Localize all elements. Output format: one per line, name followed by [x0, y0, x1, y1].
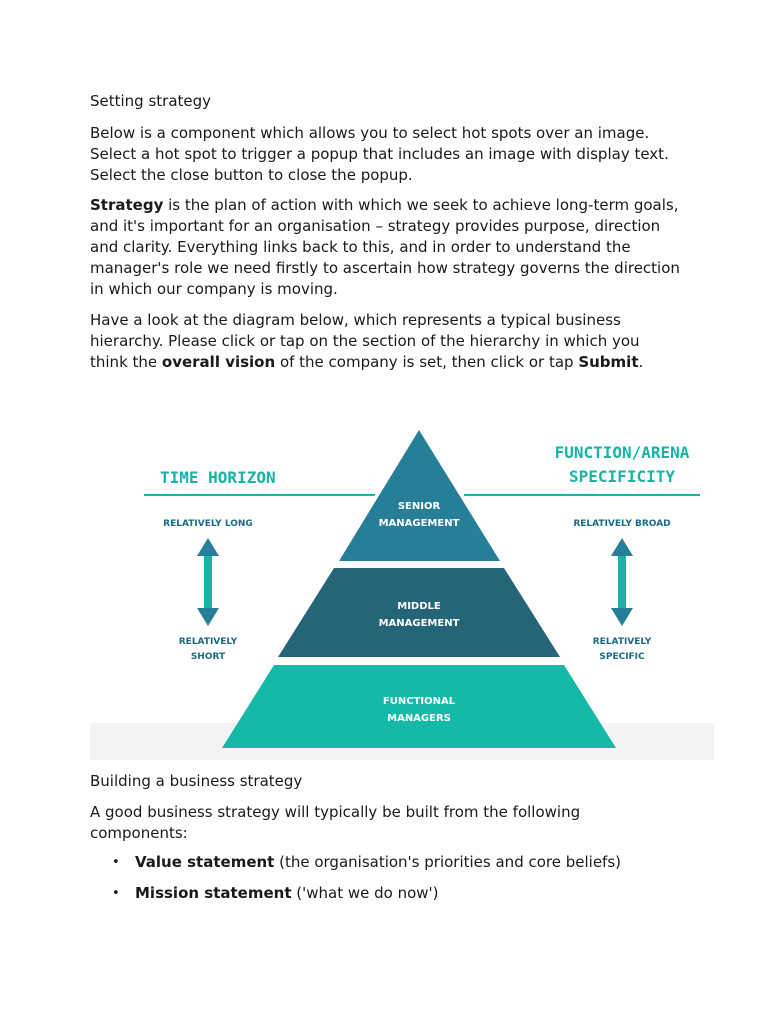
- strategy-paragraph: Strategy is the plan of action with whic…: [90, 195, 680, 300]
- tier-senior-management[interactable]: SENIOR MANAGEMENT: [339, 430, 500, 561]
- diagram-instructions: Have a look at the diagram below, which …: [90, 310, 680, 373]
- list-item: • Value statement (the organisation's pri…: [90, 852, 710, 873]
- intro-paragraph: Below is a component which allows you to…: [90, 124, 669, 184]
- list-item-text: ('what we do now'): [291, 884, 439, 902]
- instructions-part2: of the company is set, then click or tap: [275, 353, 579, 371]
- instructions-part3: .: [638, 353, 644, 371]
- list-item-text: (the organisation's priorities and core …: [274, 853, 621, 871]
- components-list: • Value statement (the organisation's pri…: [90, 852, 710, 914]
- tier-functional-label-line2: MANAGERS: [387, 713, 451, 724]
- tier-senior-label-line2: MANAGEMENT: [379, 518, 460, 529]
- hierarchy-pyramid-diagram: TIME HORIZON FUNCTION/ARENA SPECIFICITY …: [144, 430, 700, 748]
- bullet-icon: •: [112, 886, 120, 901]
- tier-senior-label-line1: SENIOR: [398, 501, 441, 512]
- specificity-double-arrow-icon: [611, 538, 633, 626]
- tier-middle-management[interactable]: MIDDLE MANAGEMENT: [278, 568, 560, 657]
- relatively-broad-label: RELATIVELY BROAD: [573, 519, 670, 529]
- list-item-bold: Mission statement: [135, 884, 292, 902]
- instructions-overall-vision: overall vision: [161, 353, 276, 371]
- list-item: • Mission statement ('what we do now'): [90, 883, 710, 904]
- components-intro-paragraph: A good business strategy will typically …: [90, 803, 581, 842]
- time-horizon-heading: TIME HORIZON: [160, 468, 276, 487]
- instructions-part1: Have a look at the diagram below, which …: [90, 311, 640, 371]
- function-arena-heading-line1: FUNCTION/ARENA: [555, 443, 690, 462]
- relatively-specific-label-line2: SPECIFIC: [599, 652, 645, 662]
- instructions-submit: Submit: [578, 353, 639, 371]
- bullet-icon: •: [112, 855, 120, 870]
- tier-middle-label-line1: MIDDLE: [397, 601, 441, 612]
- tier-functional-managers[interactable]: FUNCTIONAL MANAGERS: [222, 665, 616, 748]
- relatively-short-label-line1: RELATIVELY: [179, 637, 238, 647]
- strategy-text: is the plan of action with which we seek…: [90, 196, 680, 298]
- relatively-short-label-line2: SHORT: [191, 652, 226, 662]
- tier-functional-label-line1: FUNCTIONAL: [383, 696, 456, 707]
- time-horizon-double-arrow-icon: [197, 538, 219, 626]
- relatively-specific-label-line1: RELATIVELY: [593, 637, 652, 647]
- tier-middle-label-line2: MANAGEMENT: [379, 618, 460, 629]
- strategy-term: Strategy: [90, 196, 164, 214]
- function-arena-heading-line2: SPECIFICITY: [569, 467, 675, 486]
- list-item-bold: Value statement: [135, 853, 275, 871]
- section-heading-building-strategy: Building a business strategy: [90, 772, 303, 790]
- relatively-long-label: RELATIVELY LONG: [163, 519, 253, 529]
- hierarchy-hotspot-image[interactable]: TIME HORIZON FUNCTION/ARENA SPECIFICITY …: [90, 390, 714, 760]
- section-heading-setting-strategy: Setting strategy: [90, 92, 212, 110]
